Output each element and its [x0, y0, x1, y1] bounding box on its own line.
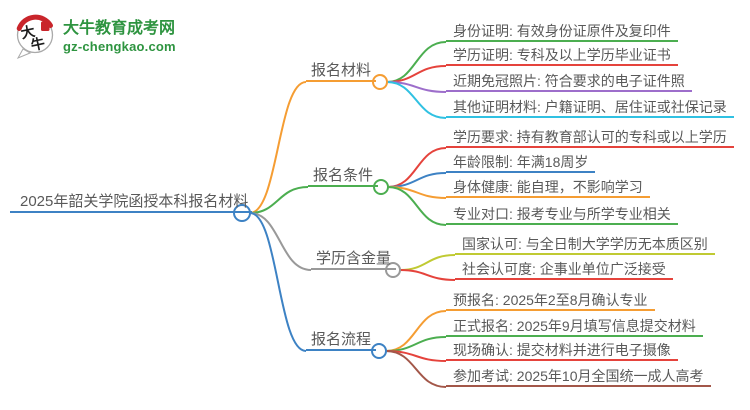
branch-node-materials: 报名材料	[306, 61, 377, 82]
logo-char-2: 牛	[29, 35, 46, 54]
connector-branch-1-leaf-3	[387, 186, 447, 226]
leaf-age-limit: 年龄限制: 年满18周岁	[446, 153, 596, 173]
connector-root-to-branch-2	[249, 212, 312, 271]
connector-branch-3-leaf-3	[385, 350, 447, 388]
leaf-take-exam: 参加考试: 2025年10月全国统一成人高考	[446, 367, 711, 387]
brand-site-domain: gz-chengkao.com	[63, 39, 176, 54]
leaf-photo: 近期免冠照片: 符合要求的电子证件照	[446, 72, 692, 92]
connector-branch-2-leaf-1	[399, 269, 456, 281]
connector-branch-0-leaf-3	[386, 81, 447, 119]
connector-branch-0-leaf-0	[386, 41, 447, 83]
leaf-social-recognition: 社会认可度: 企事业单位广泛接受	[455, 260, 673, 280]
brand-header: 大 牛 大牛教育成考网 gz-chengkao.com	[14, 12, 176, 60]
leaf-national-recognition: 国家认可: 与全日制大学学历无本质区别	[455, 235, 715, 255]
leaf-other-materials: 其他证明材料: 户籍证明、居住证或社保记录	[446, 98, 734, 118]
node-circle-branch-2	[385, 262, 401, 278]
connector-branch-1-leaf-0	[387, 147, 447, 188]
brand-site-name: 大牛教育成考网	[63, 20, 176, 37]
node-circle-branch-0	[372, 74, 388, 90]
branch-node-degree-value: 学历含金量	[311, 249, 397, 270]
leaf-education-requirement: 学历要求: 持有教育部认可的专科或以上学历	[446, 128, 734, 148]
leaf-identity-proof: 身份证明: 有效身份证原件及复印件	[446, 22, 678, 42]
brand-text: 大牛教育成考网 gz-chengkao.com	[63, 18, 176, 54]
logo-seal	[41, 21, 50, 31]
leaf-onsite-confirmation: 现场确认: 提交材料并进行电子摄像	[446, 341, 678, 361]
branch-node-conditions: 报名条件	[308, 166, 379, 187]
mindmap-root-node: 2025年韶关学院函授本科报名材料	[10, 192, 253, 213]
connector-root-to-branch-0	[249, 81, 307, 214]
brand-logo-icon: 大 牛	[16, 14, 54, 60]
connector-root-to-branch-1	[249, 186, 309, 214]
leaf-health: 身体健康: 能自理，不影响学习	[446, 178, 650, 198]
logo-char-1: 大	[19, 23, 36, 42]
node-circle-branch-3	[371, 343, 387, 359]
leaf-major-match: 专业对口: 报考专业与所学专业相关	[446, 205, 678, 225]
node-circle-branch-1	[373, 179, 389, 195]
connector-branch-2-leaf-0	[399, 254, 456, 271]
node-circle-root	[233, 204, 251, 222]
connector-root-to-branch-3	[249, 212, 307, 352]
leaf-formal-registration: 正式报名: 2025年9月填写信息提交材料	[446, 317, 703, 337]
leaf-education-proof: 学历证明: 专科及以上学历毕业证书	[446, 46, 678, 66]
leaf-pre-registration: 预报名: 2025年2至8月确认专业	[446, 291, 655, 311]
branch-node-process: 报名流程	[306, 330, 377, 351]
